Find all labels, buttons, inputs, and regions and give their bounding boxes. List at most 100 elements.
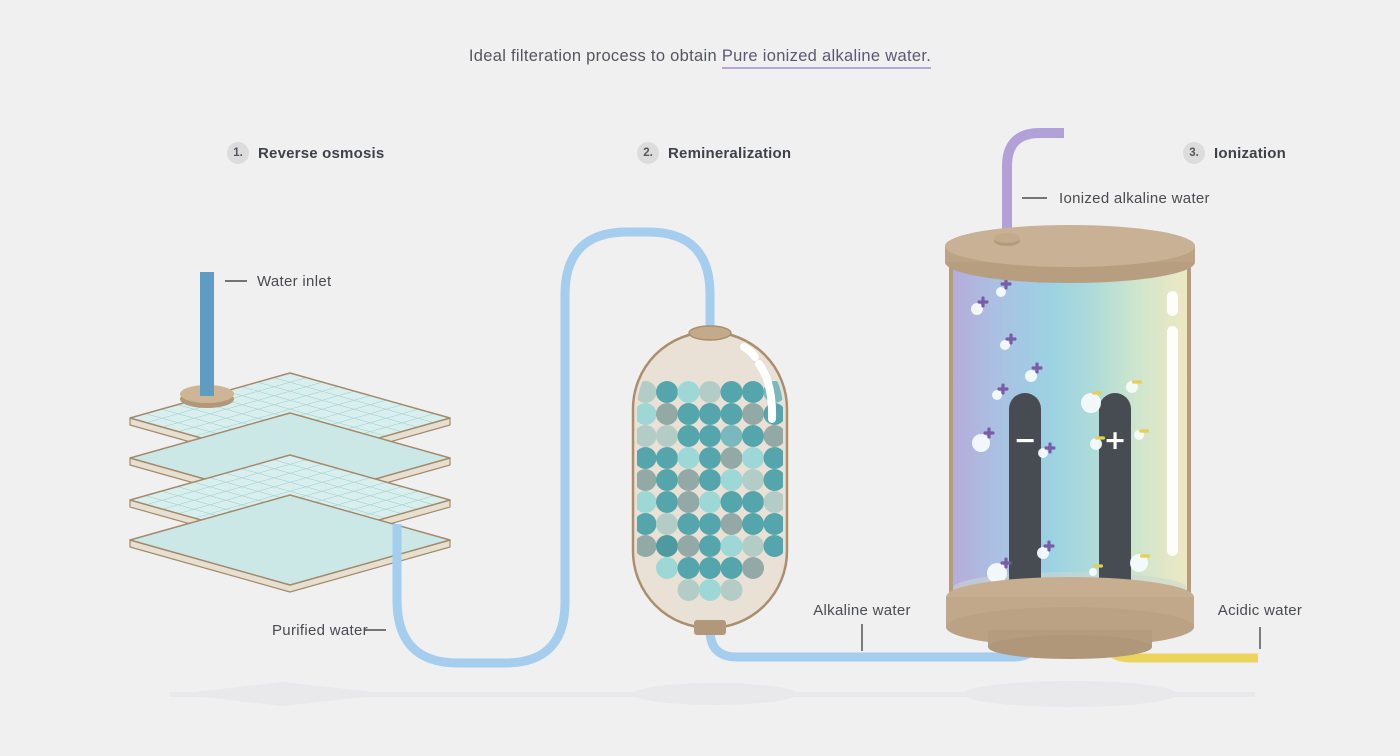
pipe xyxy=(200,272,214,396)
negative-ion-icon xyxy=(1092,391,1102,395)
bubble xyxy=(987,563,1007,583)
mineral-bead xyxy=(677,535,700,557)
positive-ion-icon xyxy=(1004,278,1008,290)
purified-water-tube xyxy=(392,227,715,668)
mineral-bead xyxy=(677,403,700,425)
membrane-sheet-plain-2 xyxy=(129,494,451,593)
remineralization-vessel xyxy=(631,325,789,635)
mineral-bead xyxy=(720,513,743,535)
mineral-bead xyxy=(699,579,721,601)
membrane-stack xyxy=(129,372,451,593)
positive-ion-icon xyxy=(1004,557,1008,569)
negative-ion-icon xyxy=(1132,380,1142,384)
mineral-bead xyxy=(742,425,764,447)
mineral-bead xyxy=(656,425,678,447)
mineral-bead xyxy=(720,469,743,491)
tank-gloss-small xyxy=(1167,291,1178,316)
bubble xyxy=(1038,448,1048,458)
mineral-bead xyxy=(656,513,678,535)
positive-ion-icon xyxy=(981,296,985,308)
positive-ion-icon xyxy=(1001,383,1005,395)
mineral-bead xyxy=(677,557,700,579)
mineral-beads xyxy=(637,381,783,601)
negative-ion-icon xyxy=(1140,554,1150,558)
shadow-ellipse-vessel xyxy=(633,683,797,705)
mineral-bead xyxy=(637,513,657,535)
minus-symbol: − xyxy=(1014,425,1037,456)
mineral-bead xyxy=(656,403,678,425)
mineral-bead xyxy=(699,403,721,425)
mineral-bead xyxy=(742,447,764,469)
electrode-negative: − xyxy=(1009,393,1041,607)
mineral-bead xyxy=(742,491,764,513)
mineral-bead xyxy=(720,579,743,601)
bubble xyxy=(1090,438,1102,450)
tank-gloss xyxy=(1167,326,1178,556)
mineral-bead xyxy=(677,491,700,513)
mineral-bead xyxy=(763,491,783,513)
bubble xyxy=(971,303,983,315)
mineral-bead xyxy=(699,425,721,447)
plus-symbol: + xyxy=(1104,425,1127,456)
mineral-bead xyxy=(742,535,764,557)
mineral-bead xyxy=(699,557,721,579)
mineral-bead xyxy=(699,535,721,557)
mineral-bead xyxy=(720,557,743,579)
bubble xyxy=(972,434,990,452)
positive-ion-icon xyxy=(987,427,991,439)
mineral-bead xyxy=(720,425,743,447)
mineral-bead xyxy=(637,491,657,513)
mineral-bead xyxy=(742,557,764,579)
bubble xyxy=(992,390,1002,400)
ionized-water-tube xyxy=(1002,128,1064,250)
shadow-diamond xyxy=(176,682,392,706)
mineral-bead xyxy=(656,535,678,557)
negative-ion-icon xyxy=(1095,436,1105,440)
vessel-top-cap xyxy=(688,325,732,341)
tank-base xyxy=(946,577,1194,659)
vessel-bottom-cap xyxy=(694,620,726,635)
mineral-bead xyxy=(699,447,721,469)
mineral-bead xyxy=(720,447,743,469)
bubble xyxy=(1126,381,1138,393)
negative-ion-icon xyxy=(1093,564,1103,568)
bubble xyxy=(1081,393,1101,413)
mineral-bead xyxy=(637,469,657,491)
mineral-bead xyxy=(637,403,657,425)
mineral-bead xyxy=(677,469,700,491)
mineral-bead xyxy=(742,469,764,491)
ground-shadow xyxy=(170,681,1255,707)
mineral-bead xyxy=(763,535,783,557)
lid-tube-cap-top xyxy=(994,233,1020,243)
mineral-bead xyxy=(763,425,783,447)
bubble xyxy=(1025,370,1037,382)
vessel-gloss-small xyxy=(740,343,759,361)
mineral-bead xyxy=(677,447,700,469)
mineral-bead xyxy=(656,469,678,491)
bubble xyxy=(1037,547,1049,559)
bubble xyxy=(1000,340,1010,350)
mineral-bead xyxy=(720,491,743,513)
mineral-bead xyxy=(656,381,678,403)
mineral-bead xyxy=(656,491,678,513)
mineral-bead xyxy=(637,447,657,469)
mineral-bead xyxy=(763,447,783,469)
mineral-bead xyxy=(677,425,700,447)
mineral-bead xyxy=(763,513,783,535)
mineral-bead xyxy=(720,535,743,557)
positive-ion-icon xyxy=(1009,333,1013,345)
mineral-bead xyxy=(699,513,721,535)
bubble xyxy=(1130,554,1148,572)
electrode-positive: + xyxy=(1099,393,1131,607)
shadow-ellipse-tank xyxy=(963,681,1177,707)
vessel-gloss xyxy=(755,360,777,423)
bubble xyxy=(996,287,1006,297)
water-inlet-pipe xyxy=(180,272,234,408)
mineral-bead xyxy=(720,403,743,425)
ionization-tank: − + xyxy=(945,128,1195,659)
mineral-bead xyxy=(637,425,657,447)
mineral-bead xyxy=(656,447,678,469)
label-markers xyxy=(225,197,1261,651)
